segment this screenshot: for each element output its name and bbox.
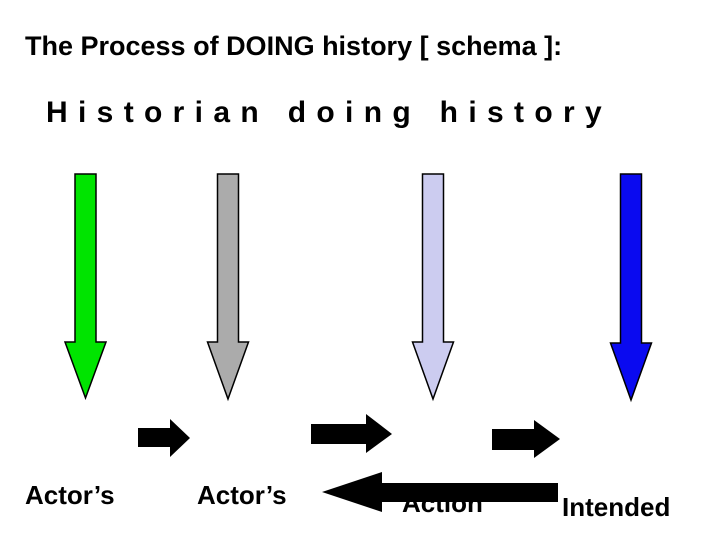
lavender-down-arrow <box>411 173 455 402</box>
flow-arrow-real-to-interp <box>138 419 190 457</box>
flow-label-line: Actor’s <box>25 480 115 510</box>
flow-label-intended-untd-cons: Intended Unt’d cons <box>562 427 696 540</box>
flow-label-line: Actor’s <box>197 480 287 510</box>
flow-label-line: Intended <box>562 492 671 522</box>
gray-down-arrow <box>206 173 250 402</box>
flow-arrow-interp-to-action <box>311 414 392 453</box>
green-down-arrow <box>63 173 108 401</box>
blue-down-arrow <box>609 173 653 403</box>
slide-title: The Process of DOING history [ schema ]: <box>25 31 563 61</box>
flow-label-line: Action <box>402 488 483 518</box>
flow-label-actors-real-sit: Actor’s Real sit <box>25 413 118 540</box>
slide-subtitle: H i s t o r i a n d o i n g h i s t o r … <box>46 96 603 129</box>
feedback-arrow-cons-to-situation <box>322 472 558 512</box>
flow-label-action: Action <box>402 421 483 540</box>
flow-label-actors-interp: Actor’s interp of situation <box>197 413 305 540</box>
flow-arrow-action-to-intended <box>492 420 560 458</box>
